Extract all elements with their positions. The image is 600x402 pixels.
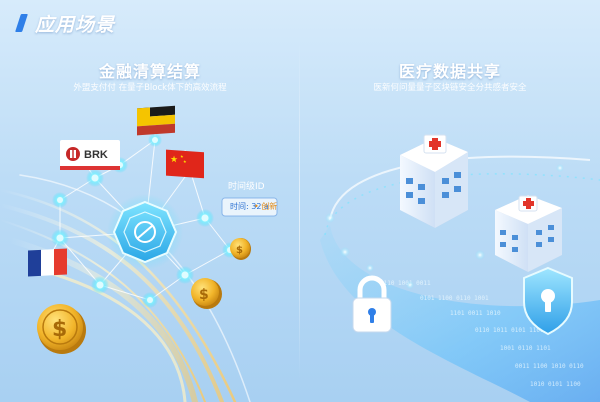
data-stream: 0101 1100 0110 1001 1101 0011 1010 0110 … bbox=[320, 225, 600, 402]
svg-text:0011 1100 1010 0110: 0011 1100 1010 0110 bbox=[515, 363, 584, 370]
time-value-label: 时间: 32 a bbox=[230, 202, 269, 211]
svg-text:0110 1011 0101 1100: 0110 1011 0101 1100 bbox=[475, 327, 544, 334]
blockchain-hub-icon bbox=[107, 194, 183, 270]
flag-icon-france bbox=[28, 248, 67, 277]
coin-icon-small: $ bbox=[230, 238, 251, 260]
bank-label: BRK bbox=[84, 149, 108, 161]
bank-sign: BRK bbox=[60, 140, 120, 170]
time-id-label: 时间级ID bbox=[228, 182, 265, 192]
flag-icon-striped bbox=[137, 105, 175, 136]
svg-text:★: ★ bbox=[183, 159, 187, 164]
medical-title: 医疗数据共享 bbox=[398, 62, 501, 81]
finance-panel: 金融清算结算 外盟支付付 在量子Block体下的高效流程 bbox=[0, 62, 278, 402]
medical-panel: 医疗数据共享 医新何问量量子区块链安全分共感者安全 bbox=[300, 0, 600, 402]
finance-illustration: BRK ★ ★ ★ $ bbox=[0, 105, 278, 402]
svg-text:0101 1100 0110 1001: 0101 1100 0110 1001 bbox=[420, 295, 489, 302]
svg-text:★: ★ bbox=[170, 155, 178, 166]
svg-text:0110 1001 0011: 0110 1001 0011 bbox=[380, 280, 431, 287]
medical-illustration: 0101 1100 0110 1001 1101 0011 1010 0110 … bbox=[320, 134, 600, 402]
svg-text:★: ★ bbox=[180, 154, 184, 159]
medical-subtitle: 医新何问量量子区块链安全分共感者安全 bbox=[373, 83, 527, 93]
section-title: 应用场景 bbox=[35, 13, 116, 36]
hospital-icon-2 bbox=[495, 195, 562, 272]
hospital-icon-1 bbox=[400, 134, 468, 228]
svg-text:$: $ bbox=[52, 317, 67, 342]
svg-text:1010 0101 1100: 1010 0101 1100 bbox=[530, 381, 581, 388]
stream-nodes bbox=[325, 164, 564, 289]
flag-icon-china: ★ ★ ★ bbox=[166, 149, 204, 179]
section-header: 应用场景 bbox=[15, 10, 116, 36]
coin-icon-large: $ bbox=[37, 304, 86, 354]
panel-divider bbox=[299, 40, 300, 380]
status-label: • 创新 bbox=[254, 202, 278, 211]
svg-text:$: $ bbox=[199, 287, 209, 303]
svg-text:$: $ bbox=[236, 245, 243, 256]
svg-text:1001 0110 1101: 1001 0110 1101 bbox=[500, 345, 551, 352]
coin-icon-medium: $ bbox=[191, 278, 222, 309]
finance-subtitle: 外盟支付付 在量子Block体下的高效流程 bbox=[73, 83, 227, 93]
padlock-icon bbox=[352, 275, 392, 333]
svg-text:1101 0011 1010: 1101 0011 1010 bbox=[450, 310, 501, 317]
shield-icon bbox=[523, 266, 573, 336]
finance-title: 金融清算结算 bbox=[98, 62, 201, 81]
